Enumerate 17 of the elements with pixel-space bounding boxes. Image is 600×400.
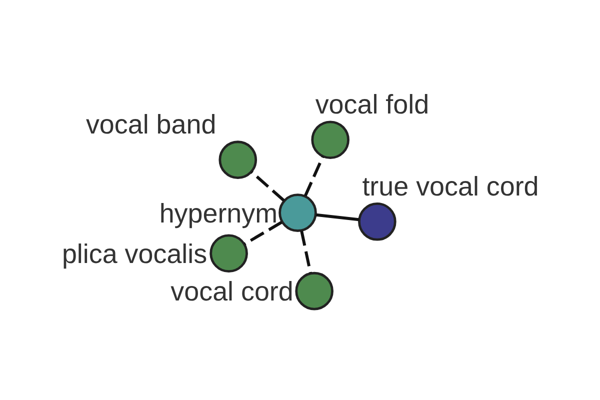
node-circle: [311, 120, 350, 158]
node-label: true vocal cord: [362, 170, 539, 201]
node-label: vocal band: [86, 109, 216, 139]
node-circle: [278, 193, 317, 232]
connector: [300, 230, 312, 273]
node-label: vocal cord: [170, 276, 294, 306]
node-circle: [295, 271, 334, 310]
connector: [250, 170, 285, 202]
node-label: hypernym: [159, 198, 278, 228]
connector: [316, 212, 360, 221]
connector: [244, 220, 282, 245]
node-circle: [210, 234, 248, 272]
node-circle: [218, 140, 258, 178]
node-circle: [358, 202, 396, 240]
node-label: plica vocalis: [62, 238, 208, 268]
node-label: vocal fold: [315, 89, 430, 120]
connector: [304, 156, 324, 196]
